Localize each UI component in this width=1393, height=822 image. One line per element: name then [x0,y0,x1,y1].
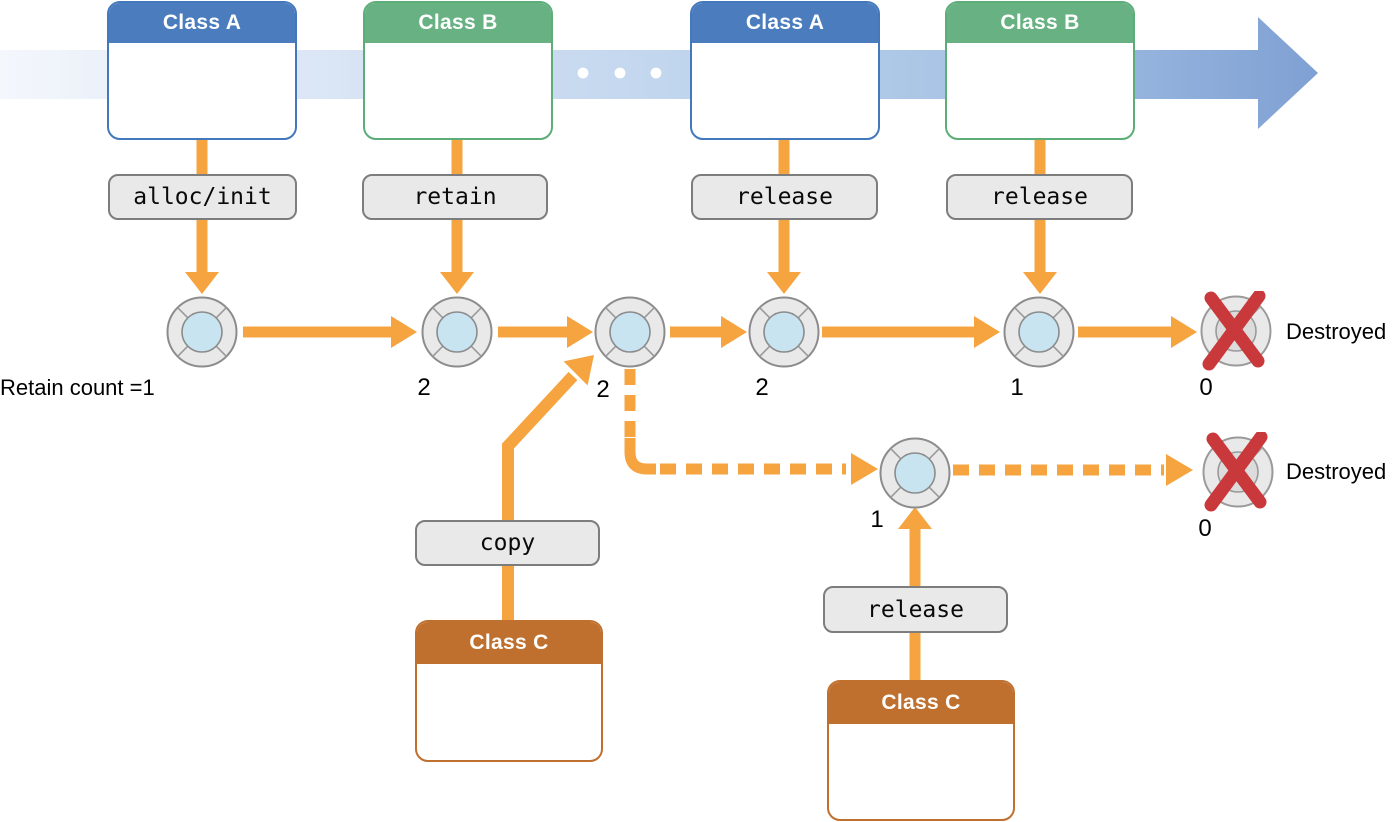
class-box-c-release: Class C [827,680,1015,821]
retain-count-4: 2 [755,374,769,401]
retain-count-branch-1: 1 [870,506,884,533]
op-pill-copy: copy [415,520,600,566]
class-box-a-1: Class A [107,1,297,140]
copy-arrow [502,355,594,622]
class-box-title: Class C [881,691,961,714]
class-box-header: Class C [417,622,601,664]
copied-object-icon [879,437,951,509]
object-icon-5 [1003,296,1075,368]
class-box-header: Class C [829,682,1013,724]
class-box-b-2: Class B [945,1,1135,140]
retain-count-caption: Retain count =1 [0,375,155,400]
object-icon-2 [421,296,493,368]
class-box-c-copy: Class C [415,620,603,762]
op-pill-release-2: release [946,174,1133,220]
retain-count-5: 1 [1010,374,1024,401]
copied-object-dashed-arrow [624,369,846,475]
class-box-title: Class C [469,631,549,654]
class-box-a-2: Class A [690,1,880,140]
copied-object-dashed-arrowhead [851,453,878,485]
lifeline-arrow-5 [1078,316,1197,348]
retain-count-3: 2 [596,376,610,403]
class-box-header: Class A [109,3,295,43]
object-icon-4 [748,296,820,368]
flow-arrows [185,140,1197,681]
lifeline-arrow-1 [243,316,417,348]
destroyed-object-icon-main [1202,296,1271,366]
class-box-header: Class B [365,3,551,43]
class-box-title: Class B [1000,11,1080,34]
class-box-title: Class B [418,11,498,34]
class-box-b-1: Class B [363,1,553,140]
class-box-title: Class A [745,11,825,34]
lifeline-arrow-4 [822,316,1000,348]
op-pill-release-branch: release [823,586,1008,633]
op-pill-retain: retain [362,174,548,220]
branch-dashed-arrowhead-2 [1166,454,1193,486]
retain-count-destroyed-main: 0 [1199,374,1213,401]
object-icon-3 [594,296,666,368]
ellipsis-dots-icon [577,67,662,79]
destroyed-label-branch: Destroyed [1286,459,1387,484]
op-pill-alloc-init: alloc/init [108,174,297,220]
class-box-header: Class B [947,3,1133,43]
op-pill-release-1: release [691,174,878,220]
lifeline-arrow-3 [670,316,747,348]
destroyed-label-main: Destroyed [1286,319,1387,344]
destroyed-object-icon-branch [1204,437,1273,507]
lifeline-arrow-2 [498,316,593,348]
retain-count-branch-0: 0 [1198,515,1212,542]
class-box-title: Class A [162,11,242,34]
class-box-header: Class A [692,3,878,43]
object-icon-1 [166,296,238,368]
retain-count-2: 2 [417,374,431,401]
